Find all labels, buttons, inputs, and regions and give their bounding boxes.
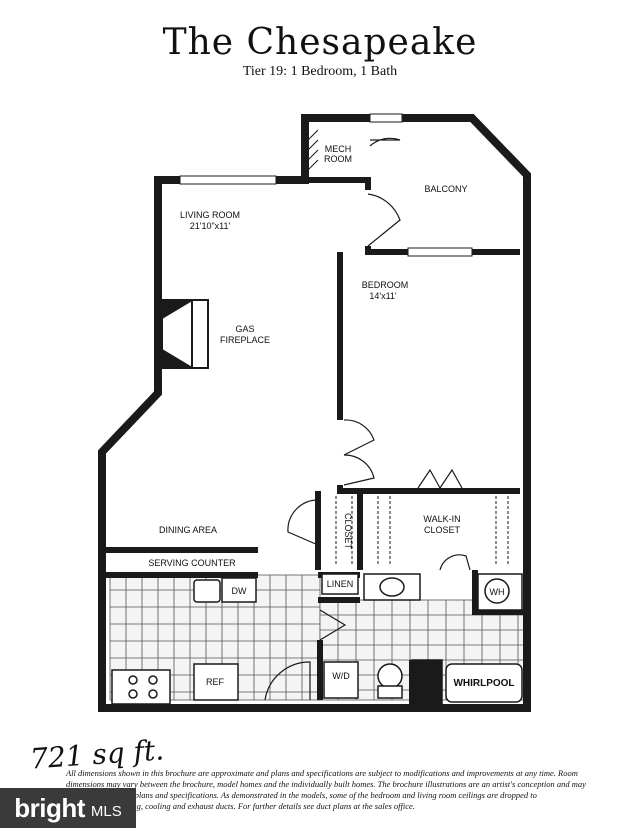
dishwasher-label: DW <box>232 586 247 596</box>
bedroom-dims: 14'x11' <box>369 291 397 301</box>
serving-counter-label: SERVING COUNTER <box>148 558 236 568</box>
disclaimer-text: All dimensions shown in this brochure ar… <box>66 768 586 811</box>
refrigerator-label: REF <box>206 677 225 687</box>
balcony-label: BALCONY <box>424 184 467 194</box>
fireplace-label-line1: GAS <box>235 324 254 334</box>
windows <box>179 113 473 257</box>
plan-subtitle: Tier 19: 1 Bedroom, 1 Bath <box>242 64 398 79</box>
plan-title: The Chesapeake <box>162 22 478 63</box>
fireplace-label-line2: FIREPLACE <box>220 335 270 345</box>
bright-mls-logo: bright MLS <box>0 788 136 828</box>
door-swings <box>264 137 471 701</box>
fixtures <box>111 573 523 705</box>
dining-area-label: DINING AREA <box>159 525 217 535</box>
water-heater-label: WH <box>490 587 505 597</box>
brand-name: bright <box>14 792 85 823</box>
bedroom-label: BEDROOM <box>362 280 409 290</box>
closet-label: CLOSET <box>343 513 353 550</box>
mech-label-line1: MECH <box>325 144 352 154</box>
brand-suffix: MLS <box>90 802 122 820</box>
walk-in-closet-label-line1: WALK-IN <box>423 514 460 524</box>
living-room-label: LIVING ROOM <box>180 210 240 220</box>
fireplace <box>161 299 209 369</box>
washer-dryer-label: W/D <box>332 671 350 681</box>
mech-hatch <box>307 129 319 171</box>
walk-in-closet-label-line2: CLOSET <box>424 525 461 535</box>
mech-label-line2: ROOM <box>324 154 352 164</box>
living-room-dims: 21'10"x11' <box>190 221 231 231</box>
whirlpool-label: WHIRLPOOL <box>453 678 514 689</box>
linen-label: LINEN <box>327 579 354 589</box>
closet-rods <box>335 496 509 566</box>
